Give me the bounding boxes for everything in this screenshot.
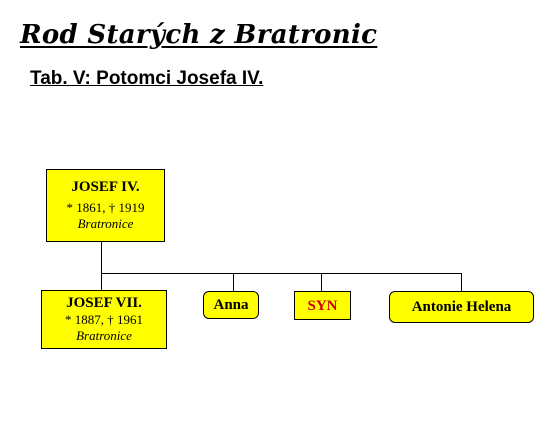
person-dates: * 1887, † 1961 xyxy=(65,312,143,327)
person-place: Bratronice xyxy=(77,216,134,231)
page-title: Rod Starých z Bratronic xyxy=(20,20,378,50)
person-place: Bratronice xyxy=(76,328,132,343)
connector-child-1 xyxy=(101,273,102,290)
connector-parent-down xyxy=(101,241,102,274)
person-name: JOSEF VII. xyxy=(66,295,142,311)
connector-child-2 xyxy=(233,273,234,291)
person-box-josef-iv: JOSEF IV. * 1861, † 1919 Bratronice xyxy=(46,169,165,242)
person-box-josef-vii: JOSEF VII. * 1887, † 1961 Bratronice xyxy=(41,290,167,349)
person-box-anna: Anna xyxy=(203,291,259,319)
person-dates: * 1861, † 1919 xyxy=(66,200,145,215)
person-name: Anna xyxy=(213,297,249,313)
person-name: JOSEF IV. xyxy=(71,179,140,195)
connector-child-4 xyxy=(461,273,462,291)
person-box-syn: SYN xyxy=(294,291,351,320)
connector-child-3 xyxy=(321,273,322,291)
page-subtitle: Tab. V: Potomci Josefa IV. xyxy=(30,68,264,89)
connector-horizontal xyxy=(101,273,462,274)
person-box-antonie-helena: Antonie Helena xyxy=(389,291,534,323)
person-name: SYN xyxy=(307,298,338,314)
person-name: Antonie Helena xyxy=(411,299,512,315)
